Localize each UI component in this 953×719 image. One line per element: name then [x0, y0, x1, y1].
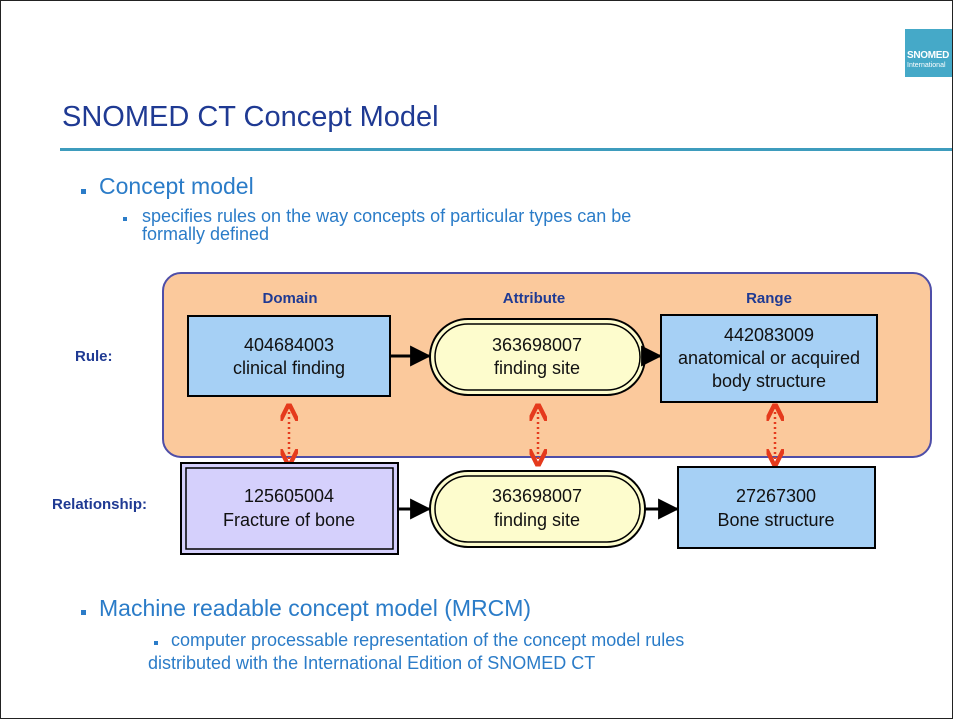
rule-range-term-line1: anatomical or acquired: [678, 348, 860, 368]
relationship-attribute-box: [429, 470, 646, 548]
rule-domain-box: [187, 315, 391, 397]
header-range: Range: [746, 290, 792, 307]
rule-domain-term: clinical finding: [233, 358, 345, 378]
snomed-logo: SNOMED International: [905, 29, 952, 77]
sub-bullet-concept-model-line2: formally defined: [142, 224, 270, 244]
logo-subtext: International: [907, 62, 946, 69]
bullet-square-icon: [81, 189, 86, 194]
rule-range-id: 442083009: [724, 325, 814, 345]
relationship-target-term: Bone structure: [717, 510, 834, 530]
rule-attribute-id: 363698007: [492, 335, 582, 355]
relationship-source-id: 125605004: [244, 486, 334, 506]
rule-domain-id: 404684003: [244, 335, 334, 355]
rule-attribute-term: finding site: [494, 358, 580, 378]
sub-bullet-concept-model-line1: specifies rules on the way concepts of p…: [142, 206, 632, 226]
sub-bullet-square-icon: [123, 217, 127, 221]
rule-attribute-box: [429, 318, 646, 396]
rule-range-box: [660, 314, 878, 403]
relationship-source-box-inner: [185, 467, 394, 550]
relationship-target-id: 27267300: [736, 486, 816, 506]
row-label-relationship: Relationship:: [52, 496, 147, 513]
relationship-attribute-id: 363698007: [492, 486, 582, 506]
sub-bullet-mrcm-line1: computer processable representation of t…: [171, 630, 685, 650]
header-attribute: Attribute: [503, 290, 566, 307]
bullet-concept-model: Concept model: [99, 173, 254, 199]
relationship-target-box: [677, 466, 876, 549]
logo-text: SNOMED: [907, 50, 950, 61]
bullet-square-icon: [81, 610, 86, 615]
sub-bullet-mrcm-line2: distributed with the International Editi…: [148, 653, 596, 673]
relationship-attribute-box-inner: [434, 475, 641, 543]
header-domain: Domain: [262, 290, 317, 307]
rule-range-term-line2: body structure: [712, 371, 826, 391]
slide-title: SNOMED CT Concept Model: [62, 101, 439, 133]
rule-attribute-box-inner: [434, 323, 641, 391]
relationship-source-box: [180, 462, 399, 555]
relationship-attribute-term: finding site: [494, 510, 580, 530]
sub-bullet-square-icon: [154, 641, 158, 645]
row-label-rule: Rule:: [75, 348, 113, 365]
title-divider: [60, 148, 952, 151]
relationship-source-term: Fracture of bone: [223, 510, 355, 530]
bullet-mrcm: Machine readable concept model (MRCM): [99, 595, 532, 621]
